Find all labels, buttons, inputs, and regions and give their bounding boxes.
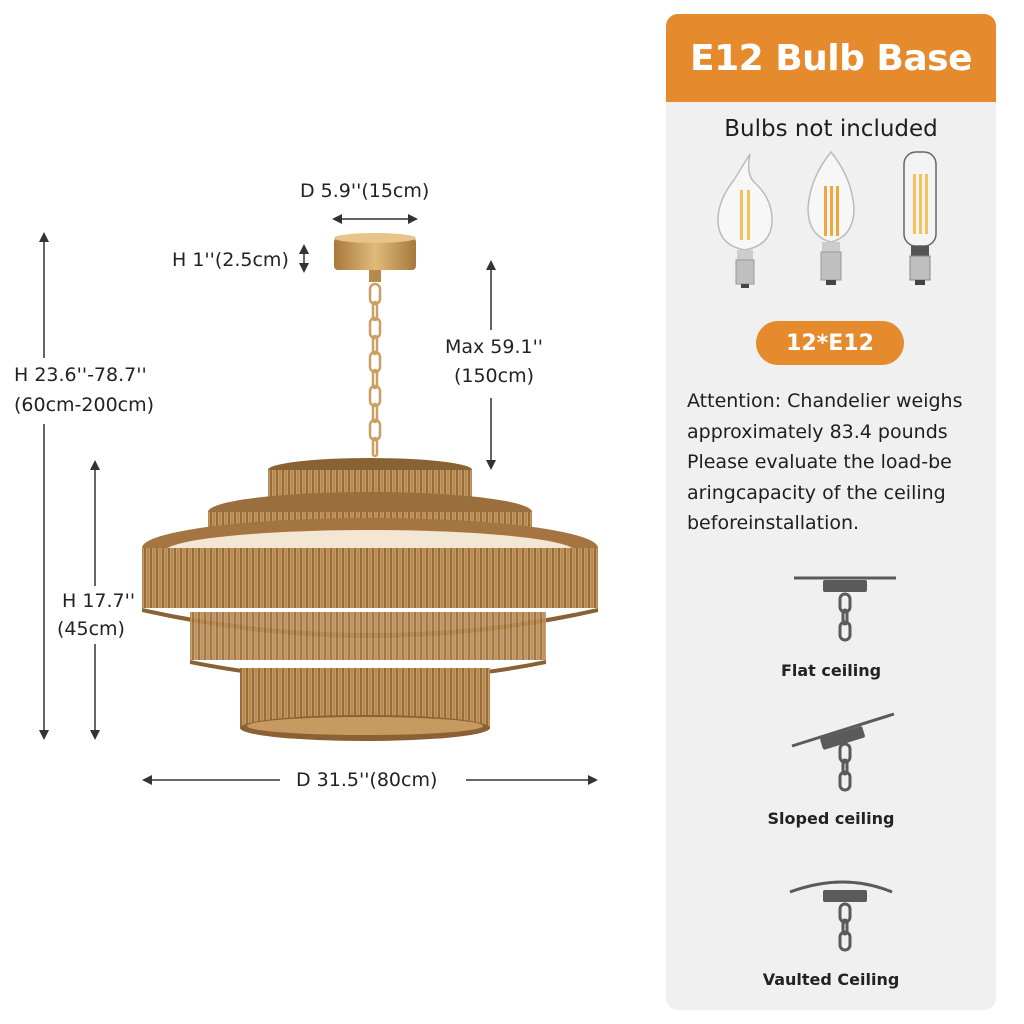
bulb-count-badge: 12*E12 xyxy=(756,321,904,365)
chandelier-diagram xyxy=(39,214,598,785)
rattan-shade xyxy=(142,458,598,741)
body-height-label-line1: H 17.7'' xyxy=(62,590,136,612)
bulb-info-panel: E12 Bulb Base Bulbs not included xyxy=(666,14,996,1010)
panel-subtitle: Bulbs not included xyxy=(724,116,938,142)
body-diameter-label: D 31.5''(80cm) xyxy=(296,769,438,791)
attention-line: approximately 83.4 pounds xyxy=(687,420,948,443)
flame-tip-candle-bulb-icon xyxy=(717,153,773,288)
total-height-label-line1: H 23.6''-78.7'' xyxy=(14,364,147,386)
attention-note: Attention: Chandelier weighs approximate… xyxy=(687,386,987,539)
torpedo-candle-bulb-icon xyxy=(807,150,855,285)
sloped-ceiling-label: Sloped ceiling xyxy=(767,809,895,828)
body-height-label-line2: (45cm) xyxy=(57,618,125,640)
flat-ceiling-mount-icon xyxy=(794,576,896,642)
chain-max-label-line1: Max 59.1'' xyxy=(444,336,544,358)
hanging-chain xyxy=(368,282,382,458)
total-height-label-line2: (60cm-200cm) xyxy=(14,394,155,416)
ceiling-canopy xyxy=(334,233,416,282)
vaulted-ceiling-mount-icon xyxy=(789,880,893,952)
bulb-types xyxy=(666,150,996,300)
attention-line: Attention: Chandelier weighs xyxy=(687,390,963,412)
flat-ceiling-label: Flat ceiling xyxy=(780,661,882,680)
sloped-ceiling-mount-icon xyxy=(791,712,895,792)
attention-line: aringcapacity of the ceiling xyxy=(687,481,946,504)
attention-line: beforeinstallation. xyxy=(687,512,860,534)
canopy-diameter-label: D 5.9''(15cm) xyxy=(300,180,430,202)
tubular-bulb-icon xyxy=(903,151,937,285)
vaulted-ceiling-label: Vaulted Ceiling xyxy=(762,970,900,989)
attention-line: Please evaluate the load-be xyxy=(687,451,952,473)
panel-title: E12 Bulb Base xyxy=(666,14,996,102)
chain-max-label-line2: (150cm) xyxy=(453,365,535,387)
canopy-height-label: H 1''(2.5cm) xyxy=(172,249,289,271)
